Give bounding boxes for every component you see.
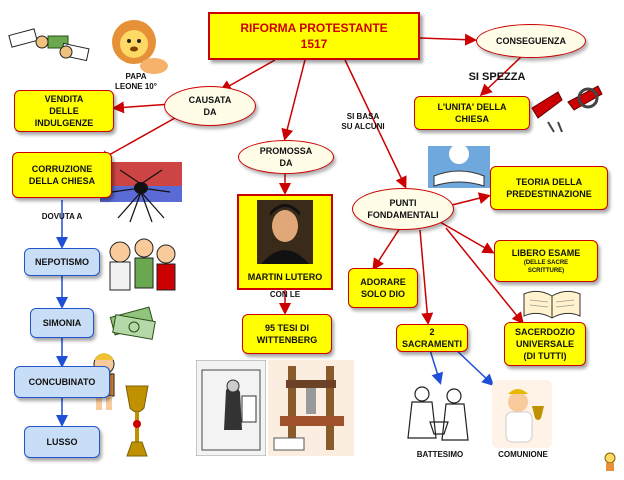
si-spezza-label: SI SPEZZA [468,71,526,83]
lion-icon [100,16,172,76]
promossa-da-node: PROMOSSA DA [238,140,334,174]
punti-fondamentali-node: PUNTI FONDAMENTALI [352,188,454,230]
battesimo-label: BATTESIMO [416,450,464,459]
chalice-icon [124,382,150,460]
teoria-predestinazione-node: TEORIA DELLA PREDESTINAZIONE [490,166,608,210]
family-cartoon-icon [104,232,184,296]
mascot-icon [602,452,618,474]
lusso-node: LUSSO [24,426,100,458]
corruzione-chiesa-node: CORRUZIONE DELLA CHIESA [12,152,112,198]
baptism-sketch-icon [400,382,474,448]
open-book-icon [522,286,582,320]
si-basa-label: SI BASA SU ALCUNI [341,112,385,132]
libero-esame-title: LIBERO ESAME [511,247,581,258]
luther-engraving-icon [195,359,267,457]
libero-esame-subtitle: (DELLE SACRE SCRITTURE) [523,259,569,275]
95-tesi-node: 95 TESI DI WITTENBERG [242,314,332,354]
vendita-indulgenze-node: VENDITA DELLE INDULGENZE [14,90,114,132]
title-year: 1517 [300,37,328,51]
papa-label: PAPA LEONE 10° [115,72,157,92]
dovuta-a-label: DOVUTA A [41,212,83,221]
broken-chain-icon [528,78,604,134]
conseguenza-node: CONSEGUENZA [476,24,586,58]
adorare-solo-dio-node: ADORARE SOLO DIO [348,268,418,308]
simonia-node: SIMONIA [30,308,94,338]
title-box: RIFORMA PROTESTANTE 1517 [208,12,420,60]
causata-da-node: CAUSATA DA [164,86,256,126]
con-le-label: CON LE [269,290,301,299]
sacerdozio-universale-node: SACERDOZIO UNIVERSALE (DI TUTTI) [504,322,586,366]
printing-press-icon [268,360,354,456]
title-main: RIFORMA PROTESTANTE [240,20,388,35]
martin-lutero-label: MARTIN LUTERO [247,271,323,282]
comunione-label: COMUNIONE [498,450,548,459]
communion-icon [492,380,552,448]
concubinato-node: CONCUBINATO [14,366,110,398]
bribe-hands-icon [8,22,90,68]
spider-icon [100,162,182,224]
sacramenti-node: 2 SACRAMENTI [396,324,468,352]
bible-light-icon [428,144,490,188]
nepotismo-node: NEPOTISMO [24,248,100,276]
money-icon [108,302,158,342]
libero-esame-node: LIBERO ESAME (DELLE SACRE SCRITTURE) [494,240,598,282]
luther-portrait-icon [237,194,333,290]
unita-chiesa-node: L'UNITA' DELLA CHIESA [414,96,530,130]
